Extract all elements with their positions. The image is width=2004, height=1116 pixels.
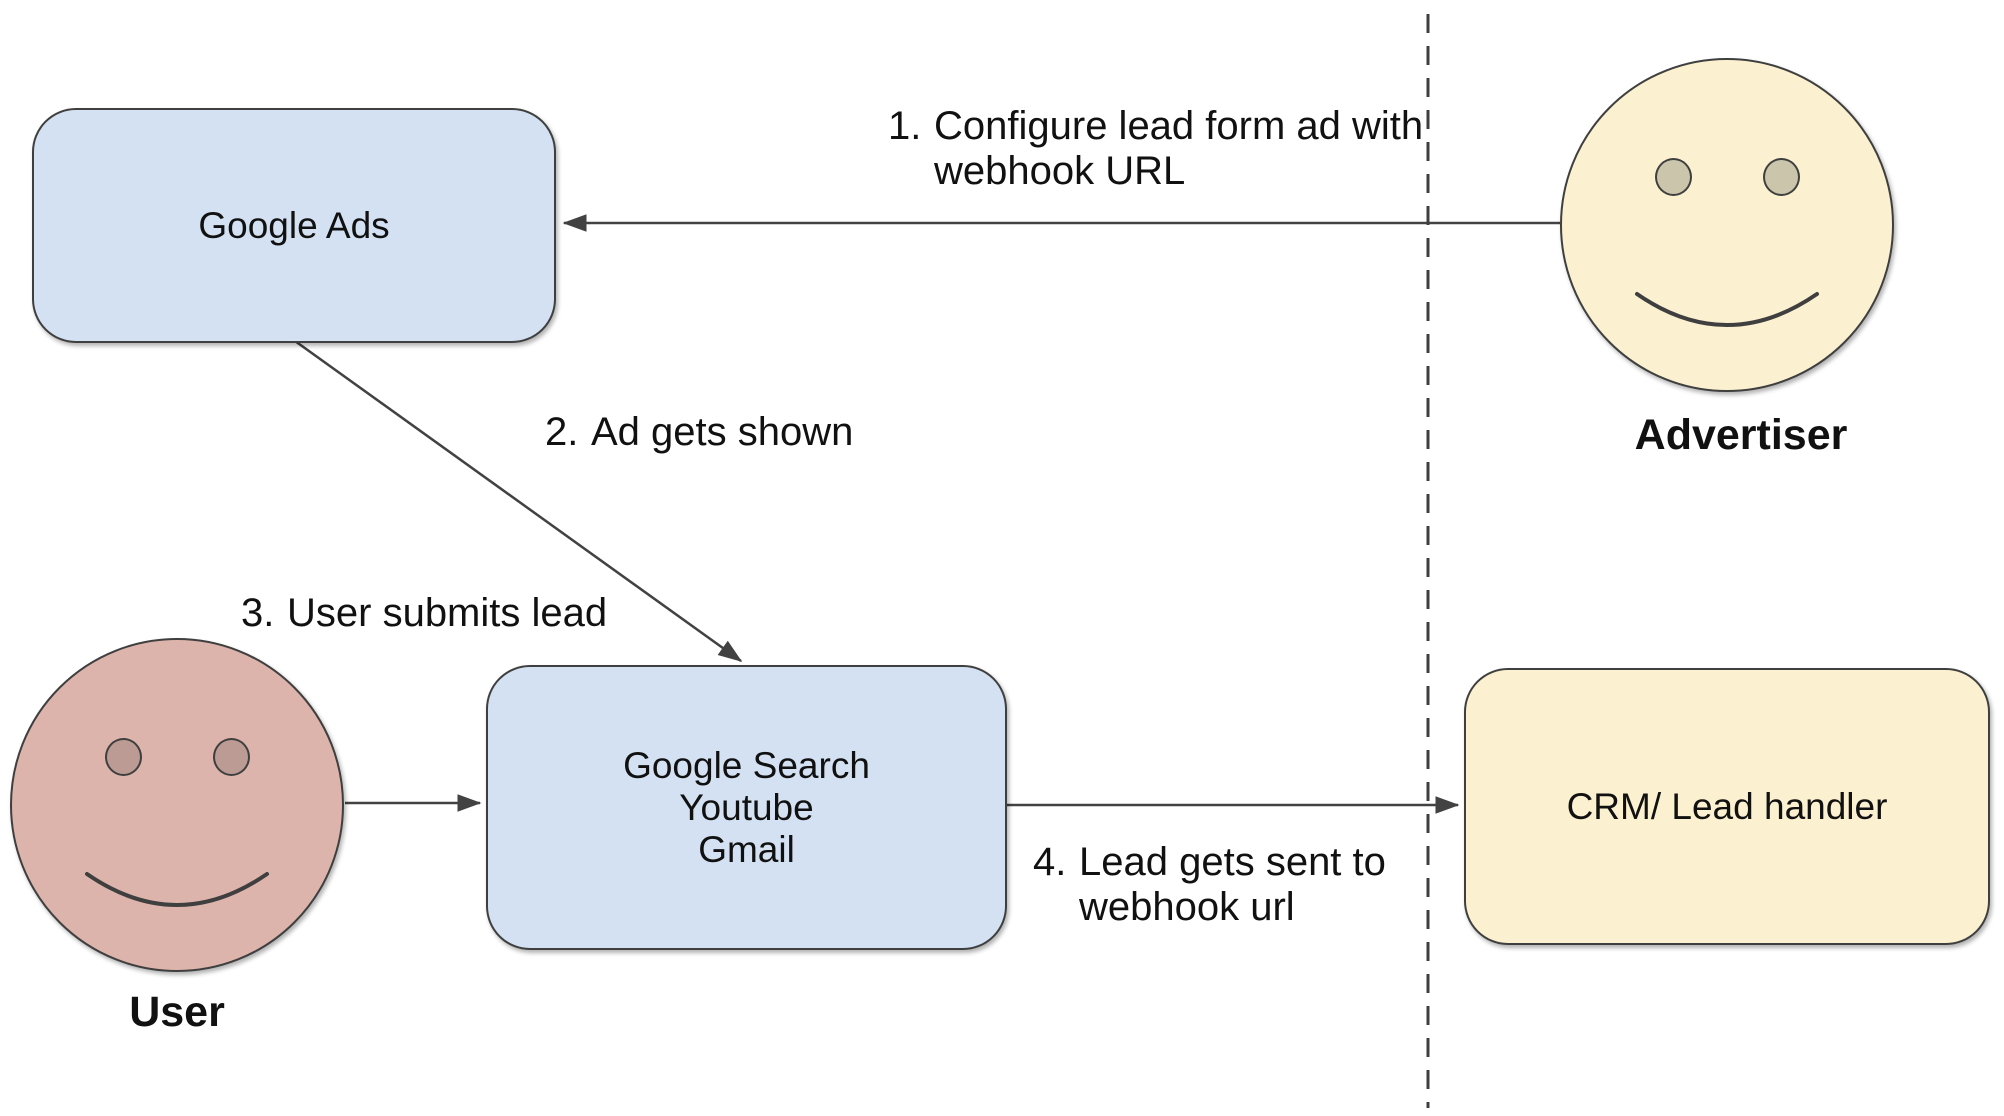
node-channels-line-3: Gmail (698, 828, 795, 870)
node-crm: CRM/ Lead handler (1464, 668, 1990, 945)
step-1-line-2: webhook URL (934, 149, 1186, 193)
smile-icon (1635, 292, 1819, 327)
node-crm-label: CRM/ Lead handler (1566, 785, 1888, 827)
node-channels-line-2: Youtube (679, 786, 814, 828)
node-google-ads: Google Ads (32, 108, 556, 343)
step-4-line-1: Lead gets sent to (1079, 840, 1386, 884)
eye-icon (105, 738, 142, 776)
step-4-number: 4. (1033, 840, 1067, 884)
eye-icon (1655, 158, 1692, 196)
step-2-label: 2. Ad gets shown (545, 410, 853, 455)
smile-icon (85, 872, 269, 907)
node-google-ads-label: Google Ads (198, 204, 390, 246)
step-3-label: 3. User submits lead (241, 591, 607, 636)
step-3-number: 3. (241, 591, 275, 635)
actor-user-face (10, 638, 344, 972)
step-1-line-1: Configure lead form ad with (934, 104, 1424, 148)
arrow-step2-ad-shown (294, 339, 743, 663)
step-3-line-1: User submits lead (287, 591, 608, 635)
eye-icon (213, 738, 250, 776)
actor-user-label: User (129, 988, 225, 1036)
eye-icon (1763, 158, 1800, 196)
node-channels: Google Search Youtube Gmail (486, 665, 1007, 950)
step-2-line-1: Ad gets shown (591, 410, 854, 454)
step-1-label: 1. Configure lead form ad with webhook U… (888, 104, 1423, 194)
actor-advertiser-face (1560, 58, 1894, 392)
step-2-number: 2. (545, 410, 579, 454)
step-1-number: 1. (888, 104, 922, 148)
step-4-line-2: webhook url (1079, 885, 1295, 929)
actor-advertiser-label: Advertiser (1634, 411, 1848, 459)
node-channels-line-1: Google Search (623, 744, 870, 786)
step-4-label: 4. Lead gets sent to webhook url (1033, 840, 1386, 930)
